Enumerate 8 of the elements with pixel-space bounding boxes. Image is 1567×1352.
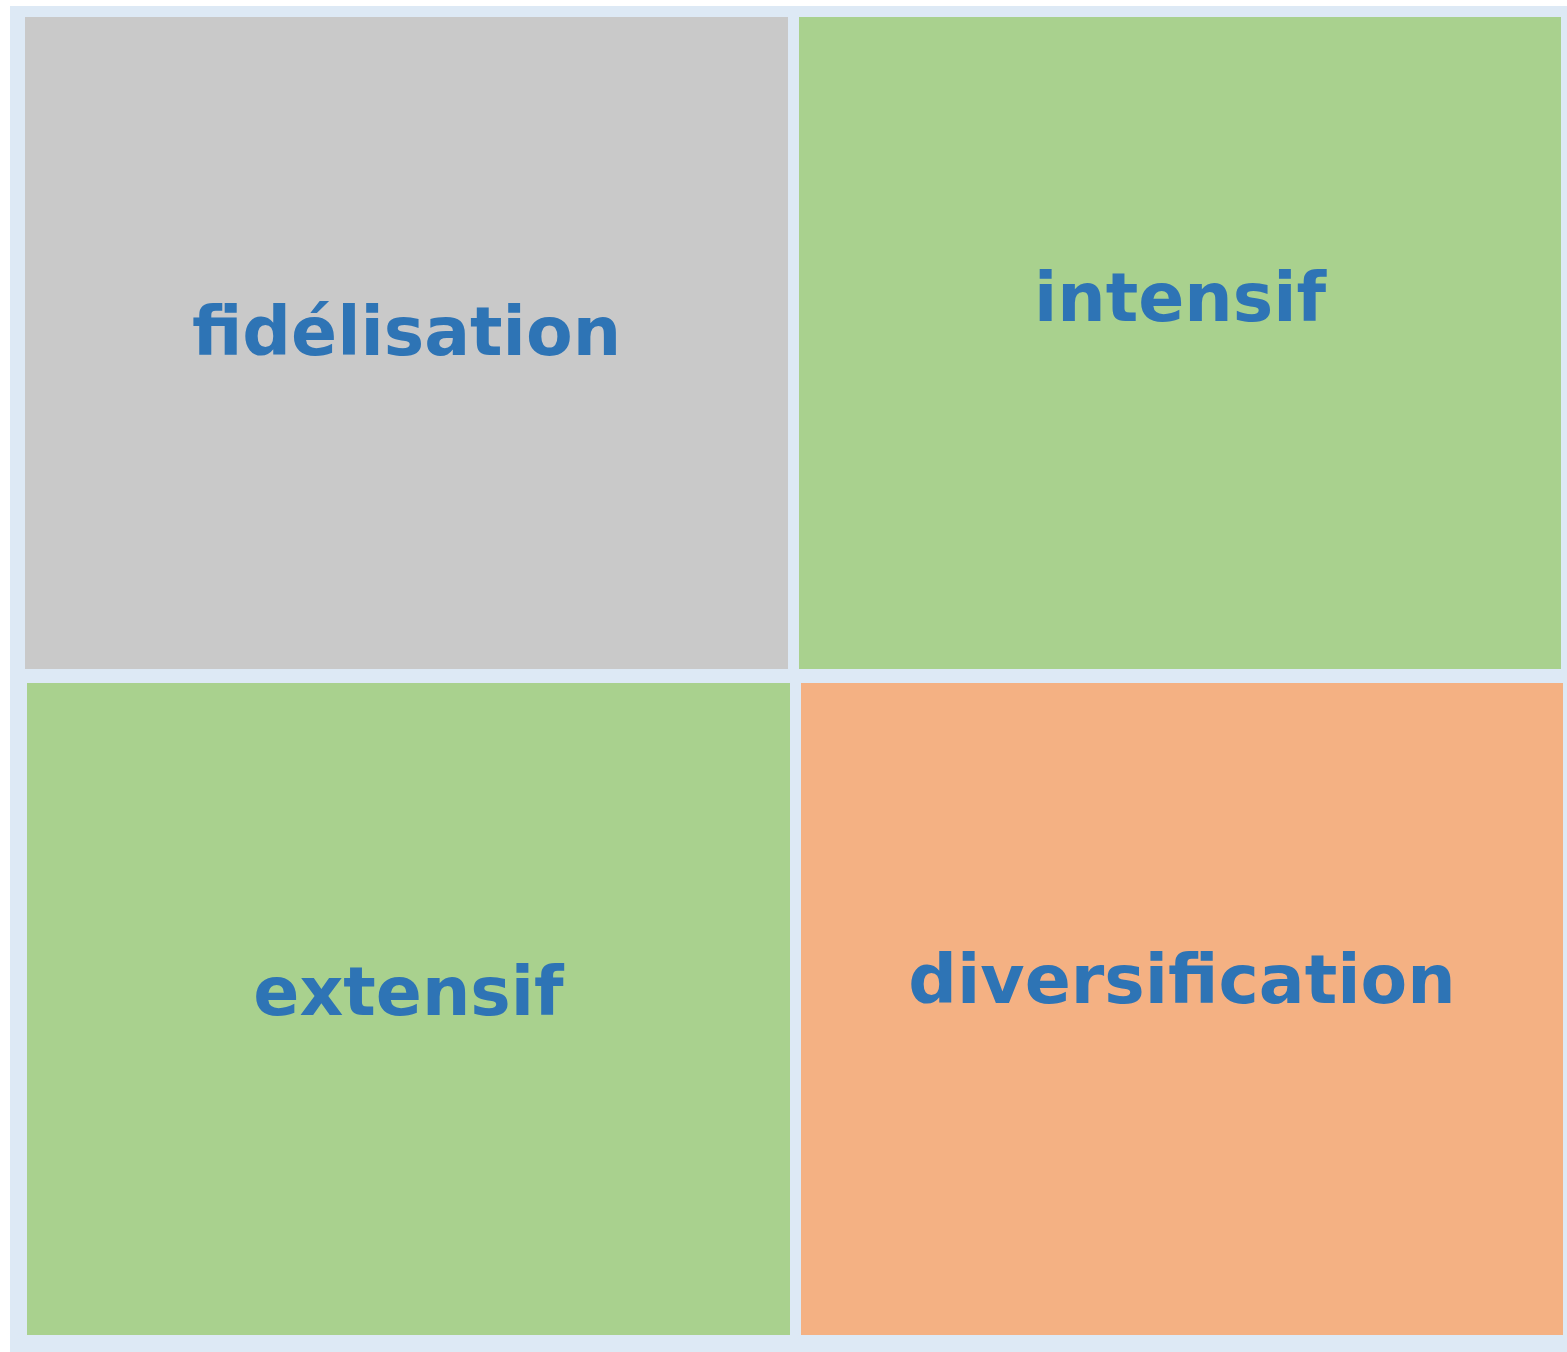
quadrant-label: intensif <box>1033 257 1327 337</box>
quadrant-panel <box>799 17 1561 669</box>
quadrant-label: extensif <box>253 951 564 1031</box>
quadrant-panel <box>25 17 788 669</box>
quadrant-label: diversification <box>908 939 1456 1019</box>
quadrant-panel <box>27 683 790 1335</box>
quadrant-panel <box>801 683 1563 1335</box>
quadrant-label: fidélisation <box>191 291 622 371</box>
